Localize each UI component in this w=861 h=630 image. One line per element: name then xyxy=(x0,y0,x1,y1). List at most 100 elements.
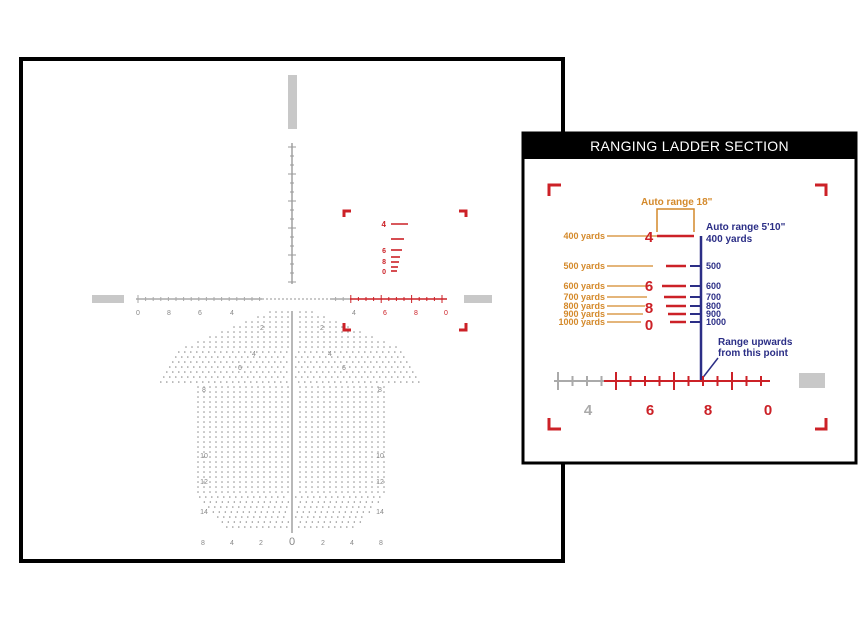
holdover-dot xyxy=(269,326,271,328)
holdover-dot xyxy=(257,486,259,488)
holdover-dot xyxy=(397,356,399,358)
tree-label-left: 10 xyxy=(200,453,208,460)
holdover-dot xyxy=(317,456,319,458)
holdover-dot xyxy=(263,416,265,418)
holdover-dot xyxy=(209,461,211,463)
holdover-dot xyxy=(203,501,206,503)
holdover-dot xyxy=(202,381,204,383)
holdover-dot xyxy=(209,426,211,428)
holdover-dot xyxy=(275,326,277,328)
holdover-dot xyxy=(305,426,307,428)
holdover-dot xyxy=(281,436,283,438)
holdover-dot xyxy=(251,326,253,328)
holdover-dot xyxy=(316,351,318,353)
holdover-dot xyxy=(221,421,223,423)
holdover-dot xyxy=(371,456,373,458)
holdover-dot xyxy=(305,461,307,463)
holdover-dot xyxy=(257,461,259,463)
holdover-dot xyxy=(311,451,313,453)
holdover-dot xyxy=(215,406,217,408)
holdover-dot xyxy=(353,456,355,458)
holdover-dot xyxy=(271,366,273,368)
holdover-dot xyxy=(317,521,320,523)
holdover-dot xyxy=(215,396,217,398)
holdover-dot xyxy=(370,381,372,383)
holdover-dot xyxy=(257,426,259,428)
holdover-dot xyxy=(215,446,217,448)
holdover-dot xyxy=(227,421,229,423)
holdover-dot xyxy=(365,451,367,453)
tree-label-left: 4 xyxy=(252,351,256,358)
holdover-dot xyxy=(281,521,284,523)
holdover-dot xyxy=(341,491,343,493)
holdover-dot xyxy=(223,376,225,378)
holdover-dot xyxy=(263,451,265,453)
holdover-dot xyxy=(377,396,379,398)
holdover-dot xyxy=(245,451,247,453)
holdover-dot xyxy=(197,466,199,468)
holdover-dot xyxy=(250,361,252,363)
holdover-dot xyxy=(323,416,325,418)
holdover-dot xyxy=(341,386,343,388)
holdover-dot xyxy=(323,461,325,463)
holdover-dot xyxy=(346,361,348,363)
holdover-dot xyxy=(334,526,336,528)
holdover-dot xyxy=(371,491,373,493)
holdover-dot xyxy=(233,436,235,438)
holdover-dot xyxy=(257,416,259,418)
tree-label-right: 2 xyxy=(320,325,324,332)
holdover-dot xyxy=(238,381,240,383)
holdover-dot xyxy=(275,421,277,423)
holdover-dot xyxy=(377,431,379,433)
holdover-dot xyxy=(287,466,289,468)
right-scale-label: 4 xyxy=(352,310,356,317)
holdover-dot xyxy=(377,391,379,393)
holdover-dot xyxy=(347,391,349,393)
holdover-dot xyxy=(299,486,301,488)
holdover-dot xyxy=(403,356,405,358)
holdover-dot xyxy=(262,371,264,373)
holdover-dot xyxy=(361,496,363,498)
holdover-dot xyxy=(233,331,235,333)
holdover-dot xyxy=(275,491,277,493)
holdover-dot xyxy=(239,426,241,428)
holdover-dot xyxy=(287,401,289,403)
ladder-label: 6 xyxy=(382,248,386,255)
holdover-dot xyxy=(371,336,373,338)
holdover-dot xyxy=(305,521,308,523)
holdover-dot xyxy=(229,376,231,378)
holdover-dot xyxy=(314,511,317,513)
holdover-dot xyxy=(317,431,319,433)
holdover-dot xyxy=(257,391,259,393)
holdover-dot xyxy=(329,421,331,423)
holdover-dot xyxy=(257,341,259,343)
holdover-dot xyxy=(311,441,313,443)
holdover-dot xyxy=(311,436,313,438)
holdover-dot xyxy=(323,396,325,398)
holdover-dot xyxy=(328,381,330,383)
holdover-dot xyxy=(295,516,297,518)
holdover-dot xyxy=(281,501,284,503)
holdover-dot xyxy=(263,481,265,483)
holdover-dot xyxy=(323,486,325,488)
holdover-dot xyxy=(263,501,266,503)
holdover-dot xyxy=(239,521,242,523)
holdover-dot xyxy=(235,496,237,498)
holdover-dot xyxy=(175,356,177,358)
holdover-dot xyxy=(227,396,229,398)
holdover-dot xyxy=(341,391,343,393)
holdover-dot xyxy=(329,326,331,328)
holdover-dot xyxy=(352,351,354,353)
holdover-dot xyxy=(347,336,349,338)
holdover-dot xyxy=(311,401,313,403)
holdover-dot xyxy=(377,421,379,423)
holdover-dot xyxy=(233,346,235,348)
holdover-dot xyxy=(197,456,199,458)
holdover-dot xyxy=(232,351,234,353)
holdover-dot xyxy=(286,381,288,383)
holdover-dot xyxy=(317,331,319,333)
holdover-dot xyxy=(347,416,349,418)
holdover-dot xyxy=(335,321,337,323)
holdover-dot xyxy=(371,386,373,388)
holdover-dot xyxy=(299,466,301,468)
